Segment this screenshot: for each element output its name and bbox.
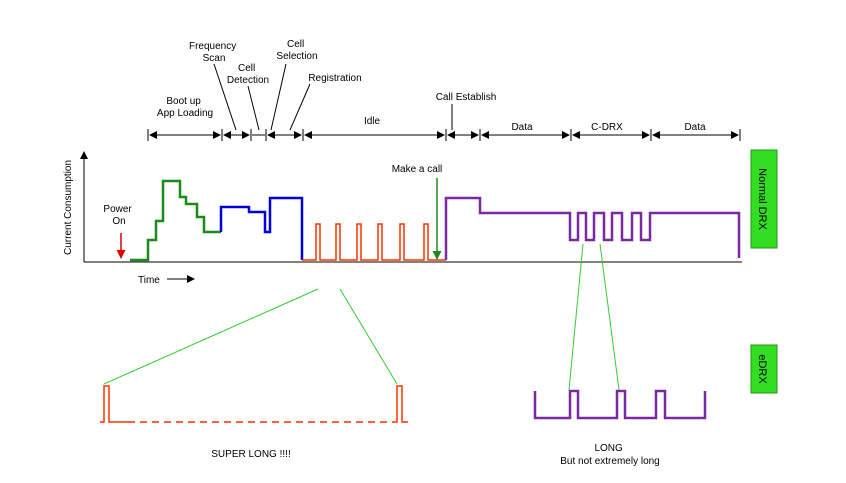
x-axis-label: Time [138, 275, 160, 286]
zoom-lines [103, 243, 620, 391]
phase-ticks [147, 129, 741, 141]
label-idle: Idle [364, 116, 381, 127]
waveform-registration [219, 196, 304, 260]
label-c-drx: C-DRX [591, 122, 623, 133]
waveform-boot [130, 179, 221, 262]
y-axis-label: Current Consumption [63, 160, 74, 255]
label-cell-selection: Cell Selection [276, 39, 317, 62]
zoom-edrx-left [100, 385, 128, 423]
caption-super-long: SUPER LONG !!!! [211, 449, 290, 460]
label-boot-up: Boot up App Loading [157, 96, 213, 119]
svg-text:Normal DRX: Normal DRX [756, 168, 768, 230]
svg-text:eDRX: eDRX [756, 354, 768, 384]
zoom-cdrx [533, 389, 707, 420]
side-label-edrx: eDRX [750, 344, 778, 394]
label-registration: Registration [308, 73, 361, 84]
zoom-edrx-right [394, 385, 408, 423]
label-make-a-call: Make a call [392, 164, 443, 175]
label-data-2: Data [684, 122, 706, 133]
waveform-idle [302, 223, 446, 261]
leader-lines [213, 63, 453, 131]
caption-long: LONG But not extremely long [560, 443, 660, 467]
waveform-connected [444, 196, 741, 260]
label-power-on: Power On [103, 204, 134, 227]
label-call-establish: Call Establish [436, 92, 497, 103]
side-label-normal-drx: Normal DRX [750, 149, 778, 249]
label-frequency-scan: Frequency Scan [189, 41, 239, 64]
label-data-1: Data [511, 122, 533, 133]
label-cell-detection: Cell Detection [227, 63, 269, 86]
